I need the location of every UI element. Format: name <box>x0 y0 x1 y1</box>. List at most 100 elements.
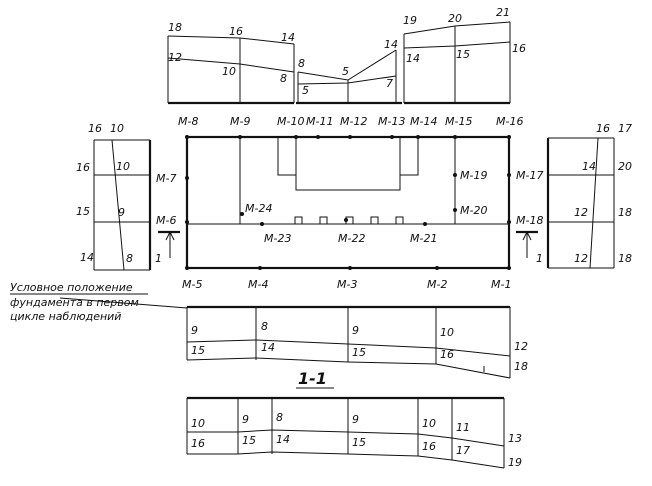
mp-label-16: 16 <box>440 348 454 361</box>
lp-label-10: 10 <box>116 160 130 173</box>
bp-label-10b: 10 <box>422 417 436 430</box>
bp-label-15: 15 <box>242 434 256 447</box>
column-squares <box>294 216 404 225</box>
marker-m19: M-19 <box>460 169 487 182</box>
tp-label-14: 14 <box>281 31 295 44</box>
bp-label-8: 8 <box>276 411 283 424</box>
mp-label-15: 15 <box>191 344 205 357</box>
rp-label-18b: 18 <box>618 252 632 265</box>
tp-label-8: 8 <box>280 72 287 85</box>
tp-label-5b: 5 <box>342 65 349 78</box>
mp-label-14: 14 <box>261 341 275 354</box>
tp-label-16: 16 <box>229 25 243 38</box>
lp-label-15: 15 <box>76 205 90 218</box>
bp-label-9: 9 <box>242 413 249 426</box>
bp-label-16: 16 <box>191 437 205 450</box>
marker-m13: M-13 <box>378 115 405 128</box>
rp-label-12b: 12 <box>574 252 588 265</box>
bp-label-10: 10 <box>191 417 205 430</box>
lp-header-10: 10 <box>110 122 124 135</box>
marker-ticks <box>185 135 511 270</box>
tp-label-5: 5 <box>302 84 309 97</box>
marker-m6: M-6 <box>156 214 176 227</box>
rp-header-16: 16 <box>596 122 610 135</box>
mp-label-15b: 15 <box>352 346 366 359</box>
rp-header-17: 17 <box>618 122 632 135</box>
tp-label-8b: 8 <box>298 57 305 70</box>
bp-label-9b: 9 <box>352 413 359 426</box>
section-cut-marks: 1 1 <box>155 230 543 265</box>
marker-m9: M-9 <box>230 115 250 128</box>
marker-m17: M-17 <box>516 169 543 182</box>
tp-label-18: 18 <box>168 21 182 34</box>
tp-label-14c: 14 <box>406 52 420 65</box>
marker-m24: M-24 <box>245 202 272 215</box>
marker-m22: M-22 <box>338 232 365 245</box>
tp-label-15: 15 <box>456 48 470 61</box>
plan-outline <box>185 135 511 270</box>
cut-mark-right: 1 <box>536 252 543 265</box>
mp-label-10: 10 <box>440 326 454 339</box>
rp-label-14: 14 <box>582 160 596 173</box>
note-line2: фундамента в первом <box>10 296 139 309</box>
marker-m21: M-21 <box>410 232 437 245</box>
rp-label-12: 12 <box>574 206 588 219</box>
tp-label-14b: 14 <box>384 38 398 51</box>
lp-label-14: 14 <box>80 251 94 264</box>
tp-label-12: 12 <box>168 51 182 64</box>
marker-m5: M-5 <box>182 278 202 291</box>
rp-label-20: 20 <box>618 160 632 173</box>
bottom-profile <box>186 396 505 469</box>
marker-m7: M-7 <box>156 172 176 185</box>
marker-m18: M-18 <box>516 214 543 227</box>
mp-label-9: 9 <box>191 324 198 337</box>
note-line3: цикле наблюдений <box>10 310 121 323</box>
rp-label-18: 18 <box>618 206 632 219</box>
bp-label-16b: 16 <box>422 440 436 453</box>
section-title: 1-1 <box>296 369 334 389</box>
middle-profile <box>186 305 511 379</box>
right-profile-labels: 16 17 14 20 12 18 12 18 <box>574 122 632 265</box>
tp-label-7: 7 <box>386 77 393 90</box>
marker-m14: M-14 <box>410 115 437 128</box>
bottom-profile-labels: 10 9 8 9 10 11 13 16 15 14 15 16 17 19 <box>191 411 522 469</box>
mp-label-12: 12 <box>514 340 528 353</box>
section-label: 1-1 <box>298 369 327 388</box>
tp-label-10: 10 <box>222 65 236 78</box>
marker-m3: M-3 <box>337 278 357 291</box>
marker-m4: M-4 <box>248 278 268 291</box>
marker-m11: M-11 <box>306 115 333 128</box>
note-line1: Условное положение <box>10 281 133 294</box>
mp-label-9b: 9 <box>352 324 359 337</box>
left-profile-labels: 16 10 16 10 15 9 14 8 <box>76 122 133 265</box>
marker-m16: M-16 <box>496 115 523 128</box>
lp-label-8: 8 <box>126 252 133 265</box>
marker-m8: M-8 <box>178 115 198 128</box>
marker-m12: M-12 <box>340 115 367 128</box>
bp-label-14: 14 <box>276 433 290 446</box>
note-block: Условное положение фундамента в первом ц… <box>10 281 188 323</box>
marker-m23: M-23 <box>264 232 291 245</box>
tp-label-16b: 16 <box>512 42 526 55</box>
top-profile-labels: 18 16 14 8 5 14 19 20 21 12 10 8 5 7 14 … <box>168 6 526 97</box>
cut-mark-left: 1 <box>155 252 162 265</box>
mp-label-8: 8 <box>261 320 268 333</box>
marker-m1: M-1 <box>491 278 511 291</box>
tp-label-19: 19 <box>403 14 417 27</box>
lp-header-16: 16 <box>88 122 102 135</box>
marker-m2: M-2 <box>427 278 447 291</box>
marker-m20: M-20 <box>460 204 487 217</box>
right-profile <box>546 137 615 269</box>
tp-label-21: 21 <box>496 6 510 19</box>
marker-m15: M-15 <box>445 115 472 128</box>
bp-label-11: 11 <box>456 421 470 434</box>
marker-m10: M-10 <box>277 115 304 128</box>
middle-profile-labels: 9 8 9 10 12 15 14 15 16 18 <box>191 320 528 373</box>
bp-label-17: 17 <box>456 444 470 457</box>
lp-label-16: 16 <box>76 161 90 174</box>
top-profile <box>167 21 511 105</box>
bp-label-19: 19 <box>508 456 522 469</box>
lp-label-9: 9 <box>118 206 125 219</box>
